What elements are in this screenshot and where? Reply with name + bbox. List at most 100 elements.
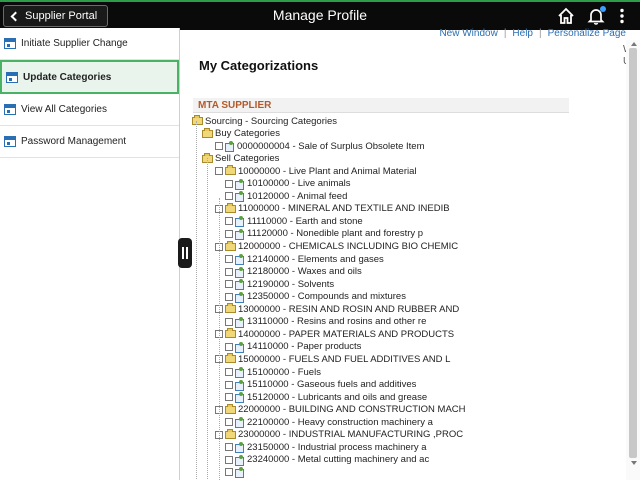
tree-node-label[interactable]: 11120000 - Nonedible plant and forestry … xyxy=(247,228,424,240)
tree-leaf-node[interactable]: 11110000 - Earth and stone xyxy=(225,215,363,228)
tree-node-label[interactable]: 12000000 - CHEMICALS INCLUDING BIO CHEMI… xyxy=(238,241,459,252)
tree-leaf-node[interactable]: 13110000 - Resins and rosins and other r… xyxy=(225,316,426,328)
tree-leaf-node[interactable]: 12190000 - Solvents xyxy=(225,278,335,291)
tree-node-label[interactable]: 13000000 - RESIN AND ROSIN AND RUBBER AN… xyxy=(238,303,460,315)
scrollbar-thumb[interactable] xyxy=(629,48,637,458)
category-leaf-icon xyxy=(235,454,244,466)
tree-folder-node[interactable]: 12000000 - CHEMICALS INCLUDING BIO CHEMI… xyxy=(215,240,459,253)
tree-leaf-node[interactable]: 12180000 - Waxes and oils xyxy=(225,266,362,278)
tree-checkbox[interactable] xyxy=(225,217,233,226)
notifications-bell-icon[interactable] xyxy=(587,6,606,25)
tree-node-label[interactable]: 12140000 - Elements and gases xyxy=(247,253,384,265)
tree-folder-node[interactable]: 13000000 - RESIN AND ROSIN AND RUBBER AN… xyxy=(215,303,459,315)
category-leaf-icon xyxy=(235,417,244,429)
tree-node-label[interactable]: 14110000 - Paper products xyxy=(247,341,362,353)
more-options-icon[interactable] xyxy=(616,7,628,25)
category-leaf-icon xyxy=(235,379,244,391)
tree-node-label[interactable]: 15120000 - Lubricants and oils and greas… xyxy=(247,391,428,403)
tree-node-label[interactable]: 13110000 - Resins and rosins and other r… xyxy=(247,316,427,328)
tree-node-label[interactable]: 23150000 - Industrial process machinery … xyxy=(247,441,427,453)
tree-leaf-node[interactable]: 0000000004 - Sale of Surplus Obsolete It… xyxy=(215,140,425,153)
tree-folder-node[interactable]: 23000000 - INDUSTRIAL MANUFACTURING ,PRO… xyxy=(215,428,464,441)
tree-folder-node[interactable]: 10000000 - Live Plant and Animal Materia… xyxy=(215,165,417,177)
tree-leaf-node[interactable]: 23150000 - Industrial process machinery … xyxy=(225,441,427,454)
tree-checkbox[interactable] xyxy=(225,292,233,301)
tree-checkbox[interactable] xyxy=(225,179,233,188)
tree-node-label[interactable]: 22000000 - BUILDING AND CONSTRUCTION MAC… xyxy=(238,404,466,416)
tree-checkbox[interactable] xyxy=(225,380,233,389)
category-leaf-icon xyxy=(235,254,244,266)
tree-checkbox[interactable] xyxy=(225,418,233,427)
tree-checkbox[interactable] xyxy=(225,192,233,201)
folder-open-icon xyxy=(192,115,203,125)
scroll-up-arrow-icon[interactable] xyxy=(631,42,637,46)
tree-leaf-node[interactable]: 14110000 - Paper products xyxy=(225,341,361,353)
tree-leaf-node[interactable]: 10100000 - Live animals xyxy=(225,178,351,190)
tree-folder-node[interactable]: Sell Categories xyxy=(202,152,280,165)
tree-leaf-node[interactable]: 22100000 - Heavy construction machinery … xyxy=(225,416,433,429)
tree-checkbox[interactable] xyxy=(225,342,233,351)
tree-node-label[interactable]: 10100000 - Live animals xyxy=(247,178,351,190)
help-link[interactable]: Help xyxy=(512,28,533,39)
tree-folder-node[interactable]: 15000000 - FUELS AND FUEL ADDITIVES AND … xyxy=(215,353,450,365)
back-to-supplier-portal-button[interactable]: Supplier Portal xyxy=(3,5,109,27)
category-leaf-icon xyxy=(235,367,244,378)
tree-leaf-node[interactable]: 15110000 - Gaseous fuels and additives xyxy=(225,379,416,391)
tree-folder-node[interactable]: Sourcing - Sourcing Categories xyxy=(192,115,337,127)
home-icon[interactable] xyxy=(557,7,575,25)
tree-folder-node[interactable]: Buy Categories xyxy=(202,127,280,140)
tree-leaf-node[interactable] xyxy=(225,466,247,479)
tree-node-label[interactable]: 14000000 - PAPER MATERIALS AND PRODUCTS xyxy=(238,328,455,340)
tree-leaf-node[interactable]: 12140000 - Elements and gases xyxy=(225,253,384,266)
tree-node-label[interactable]: 15110000 - Gaseous fuels and additives xyxy=(247,379,417,391)
tree-node-label[interactable]: 12190000 - Solvents xyxy=(247,278,335,290)
category-leaf-icon xyxy=(235,178,244,190)
tree-leaf-node[interactable]: 15120000 - Lubricants and oils and greas… xyxy=(225,391,428,404)
personalize-page-link[interactable]: Personalize Page xyxy=(547,28,626,39)
new-window-link[interactable]: New Window xyxy=(439,28,498,39)
folder-open-icon xyxy=(225,403,236,414)
tree-leaf-node[interactable]: 15100000 - Fuels xyxy=(225,366,321,378)
sidebar-item-update-categories[interactable]: Update Categories xyxy=(0,60,179,94)
sidebar-item-initiate-supplier-change[interactable]: Initiate Supplier Change xyxy=(0,28,179,60)
tree-node-label[interactable]: 10000000 - Live Plant and Animal Materia… xyxy=(238,165,417,177)
tree-node-label[interactable]: 22100000 - Heavy construction machinery … xyxy=(247,416,433,428)
tree-folder-node[interactable]: 11000000 - MINERAL AND TEXTILE AND INEDI… xyxy=(215,202,450,215)
tree-checkbox[interactable] xyxy=(225,255,233,264)
tree-checkbox[interactable] xyxy=(225,393,233,402)
tree-leaf-node[interactable]: 11120000 - Nonedible plant and forestry … xyxy=(225,228,423,240)
tree-node-label[interactable]: 15100000 - Fuels xyxy=(247,366,321,378)
sidebar-item-view-all-categories[interactable]: View All Categories xyxy=(0,94,179,126)
tree-checkbox[interactable] xyxy=(225,267,233,276)
tree-folder-node[interactable]: 14000000 - PAPER MATERIALS AND PRODUCTS xyxy=(215,328,454,340)
tree-leaf-node[interactable]: 10120000 - Animal feed xyxy=(225,190,348,203)
tree-leaf-node[interactable]: 12350000 - Compounds and mixtures xyxy=(225,291,406,303)
tree-node-label[interactable]: 0000000004 - Sale of Surplus Obsolete It… xyxy=(237,140,425,152)
tree-node-label[interactable]: 23000000 - INDUSTRIAL MANUFACTURING ,PRO… xyxy=(238,429,464,441)
sidebar-item-password-management[interactable]: Password Management xyxy=(0,126,179,158)
tree-node-label[interactable]: 23240000 - Metal cutting machinery and a… xyxy=(247,454,430,466)
tree-node-label[interactable]: Sourcing - Sourcing Categories xyxy=(205,115,338,127)
tree-checkbox[interactable] xyxy=(225,443,233,452)
tree-checkbox[interactable] xyxy=(225,229,233,238)
tree-node-label[interactable]: 12350000 - Compounds and mixtures xyxy=(247,291,406,303)
tree-node-label[interactable]: 11110000 - Earth and stone xyxy=(247,215,363,227)
tree-checkbox[interactable] xyxy=(225,468,233,477)
tree-checkbox[interactable] xyxy=(225,280,233,289)
tree-leaf-node[interactable]: 23240000 - Metal cutting machinery and a… xyxy=(225,454,429,466)
sidebar-collapse-handle[interactable] xyxy=(178,238,192,268)
category-leaf-icon xyxy=(235,392,244,404)
tree-checkbox[interactable] xyxy=(215,142,223,151)
tree-node-label[interactable]: Buy Categories xyxy=(215,128,280,140)
tree-node-label[interactable]: 15000000 - FUELS AND FUEL ADDITIVES AND … xyxy=(238,353,451,365)
tree-folder-node[interactable]: 22000000 - BUILDING AND CONSTRUCTION MAC… xyxy=(215,403,466,416)
tree-node-label[interactable]: 10120000 - Animal feed xyxy=(247,190,348,202)
tree-node-label[interactable]: Sell Categories xyxy=(215,153,280,165)
tree-node-label[interactable]: 11000000 - MINERAL AND TEXTILE AND INEDI… xyxy=(238,203,450,215)
tree-checkbox[interactable] xyxy=(215,167,223,176)
tree-node-label[interactable]: 12180000 - Waxes and oils xyxy=(247,266,362,278)
tree-checkbox[interactable] xyxy=(225,317,233,326)
tree-checkbox[interactable] xyxy=(225,455,233,464)
scroll-down-arrow-icon[interactable] xyxy=(631,461,637,465)
tree-checkbox[interactable] xyxy=(225,368,233,376)
